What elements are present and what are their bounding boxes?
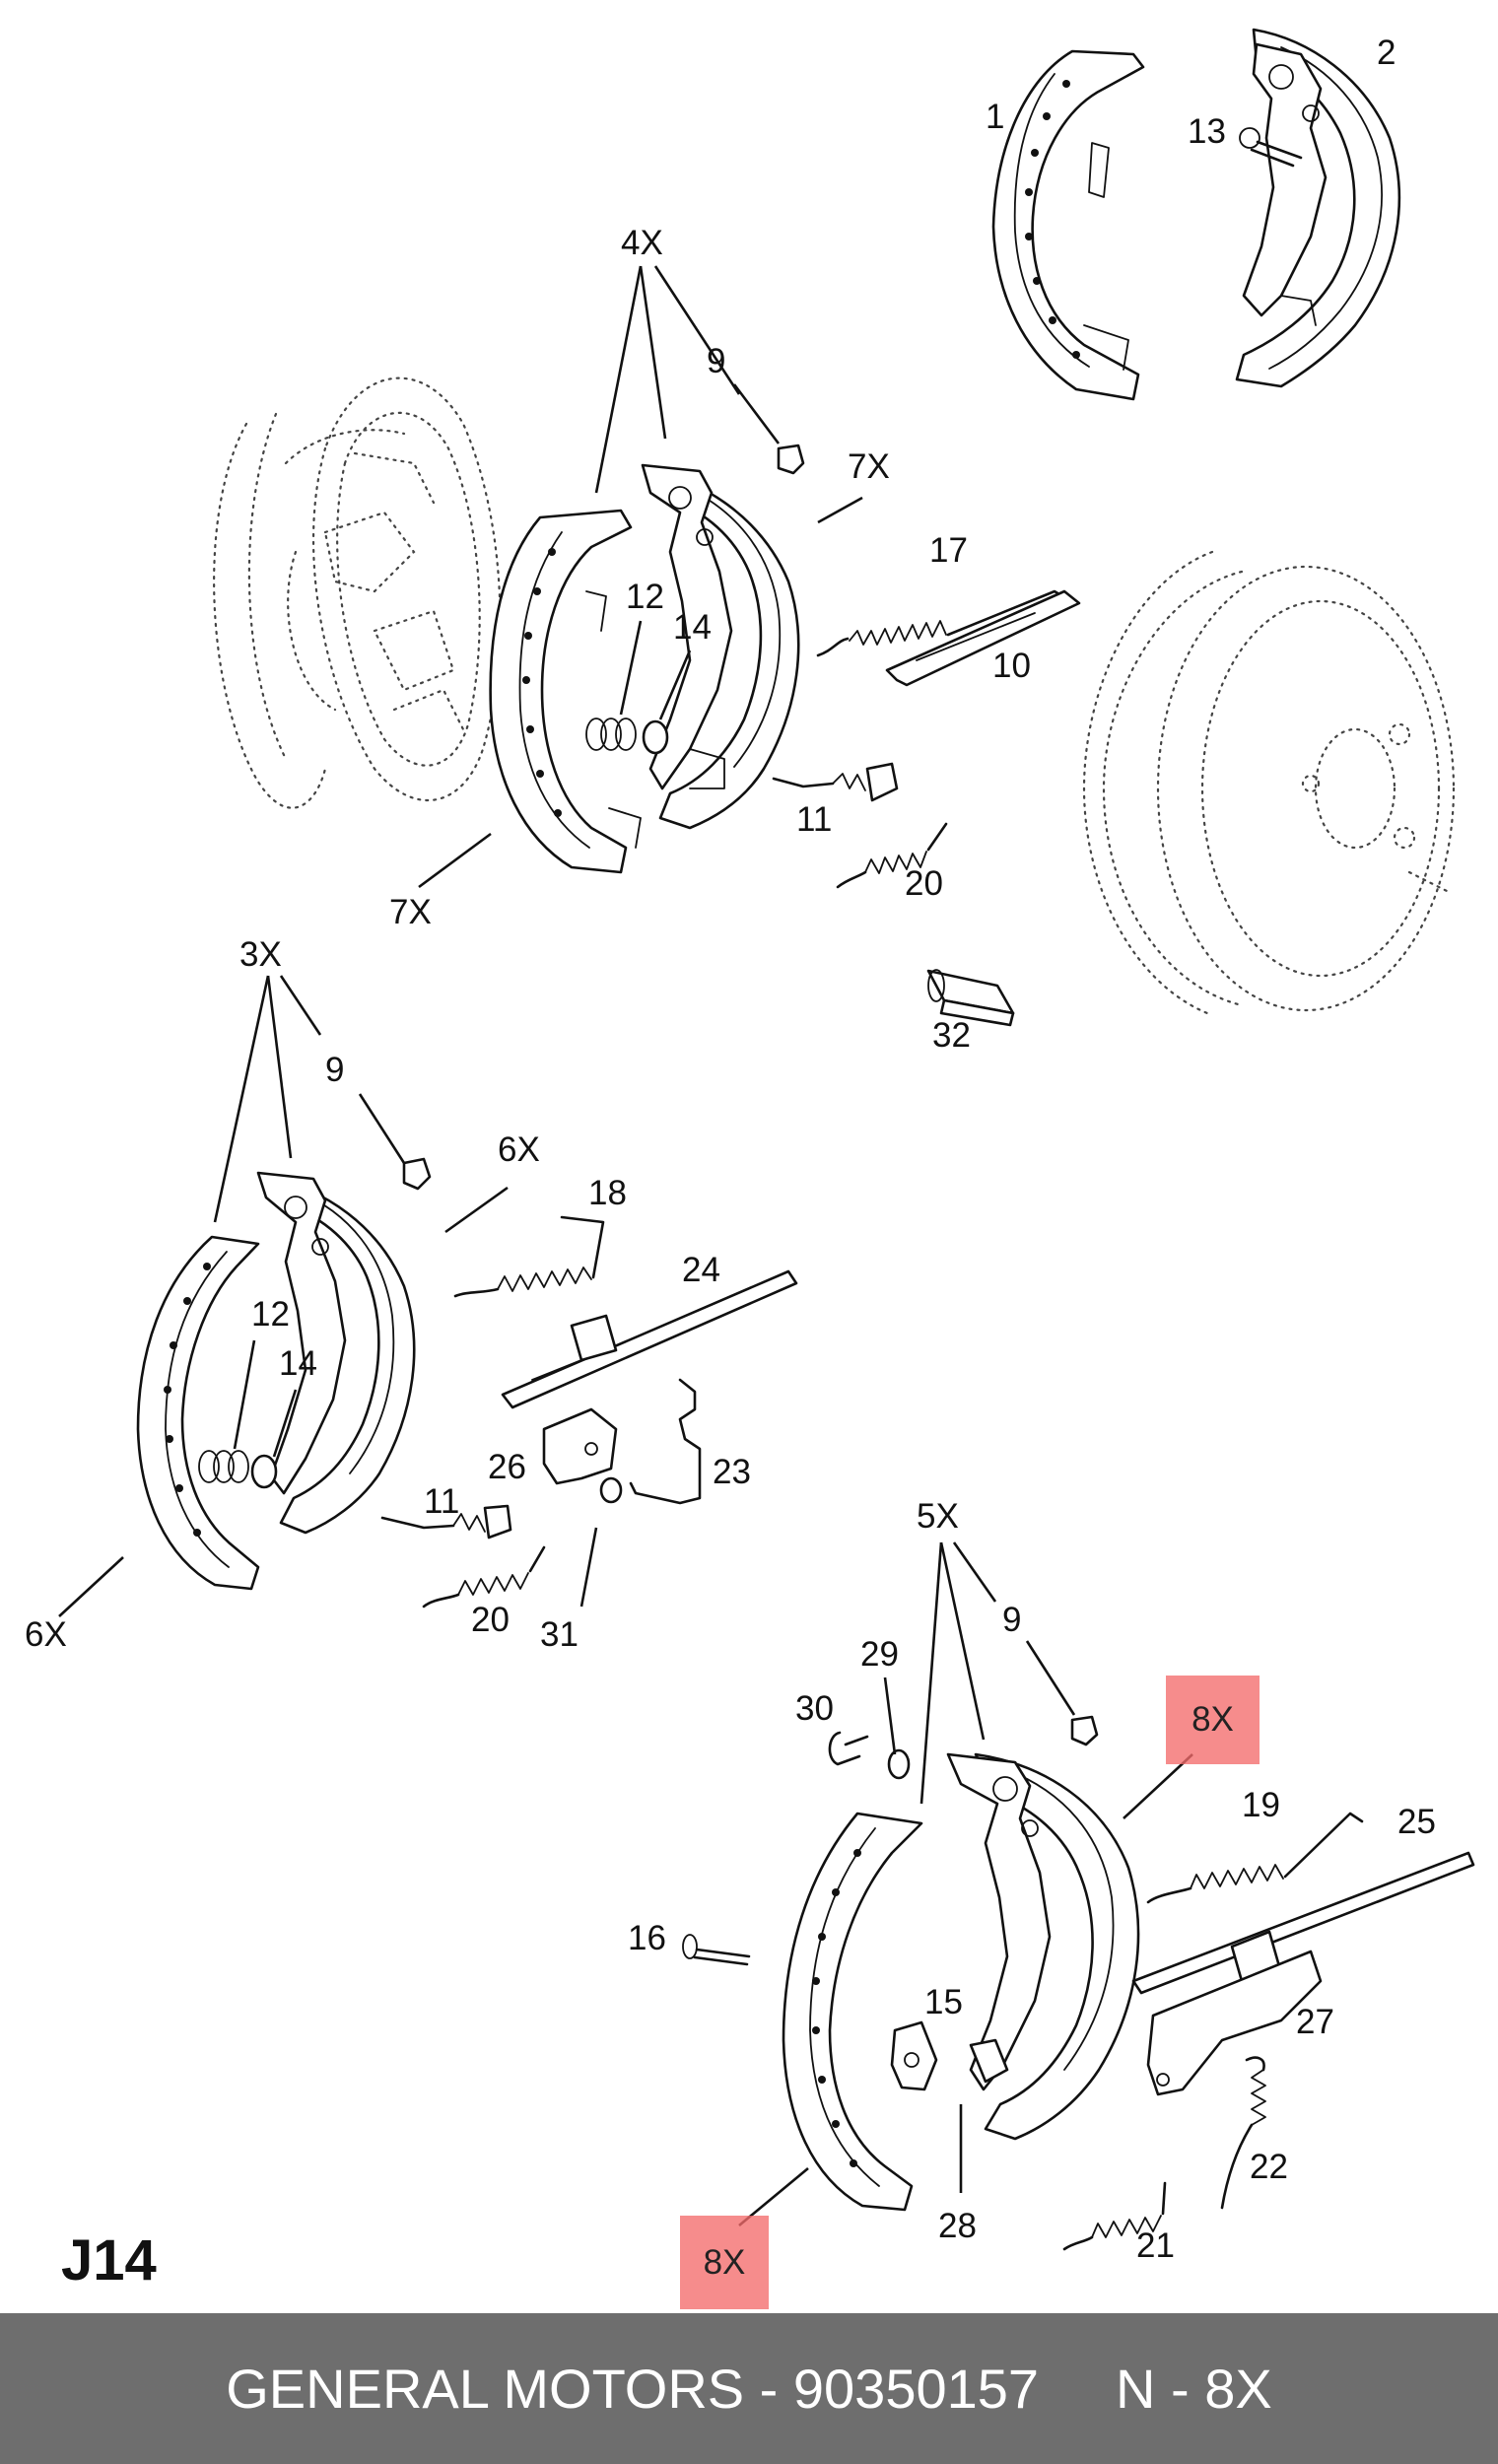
callout-16: 16 [628,1919,666,1957]
callout-20a: 20 [905,864,943,903]
callout-30: 30 [795,1689,834,1728]
rod-24 [501,1269,798,1409]
callout-labels: 1 2 13 4X 9 7X 17 10 12 14 11 20 7X 32 3… [25,34,1436,2265]
brake-drum-dotted [1082,550,1456,1017]
footer-note: N - 8X [1116,2358,1272,2420]
callout-26: 26 [488,1448,526,1486]
callout-19: 19 [1242,1786,1280,1824]
callout-4x: 4X [621,224,663,262]
callout-7x-top: 7X [848,447,890,486]
callout-23: 23 [713,1453,751,1491]
callout-21: 21 [1136,2226,1175,2265]
spring-roll-12a [585,718,637,751]
callout-7x-bottom: 7X [389,893,432,931]
brake-shoe-part-2 [1235,28,1401,388]
brake-shoe-part-1 [991,49,1145,401]
page-code: J14 [61,2228,157,2293]
brake-shoe-pair-4x [489,463,800,874]
callout-9b: 9 [325,1051,344,1089]
spring-19 [1146,1812,1364,1904]
small-parts-3x-group [198,1157,798,1608]
callout-9c: 9 [1002,1601,1021,1639]
callout-18: 18 [588,1174,627,1212]
spring-18 [453,1215,605,1298]
callout-32: 32 [932,1016,971,1055]
callout-1: 1 [986,98,1004,136]
spring-21 [1062,2181,1167,2251]
brake-shoe-pair-5x [782,1752,1140,2212]
callout-17: 17 [929,531,968,570]
footer-bar: GENERAL MOTORS - 90350157 N - 8X [0,2313,1498,2464]
callout-2: 2 [1377,34,1396,72]
small-parts-5x-group [682,1715,1475,2251]
spring-11a [772,762,899,802]
callout-14b: 14 [279,1344,317,1383]
callout-13: 13 [1188,112,1226,151]
highlight-8x-top: 8X [1166,1676,1260,1764]
callout-28: 28 [938,2207,977,2245]
footer-part-text: GENERAL MOTORS - 90350157 [226,2358,1040,2420]
callout-3x: 3X [239,935,282,974]
callout-6x-top: 6X [498,1130,540,1169]
spring-20a [836,822,948,889]
spring-11b [380,1504,512,1540]
small-parts-4x-group [585,444,1081,889]
callout-12b: 12 [251,1295,290,1334]
spring-20b [422,1545,546,1608]
callout-31: 31 [540,1615,579,1654]
callout-11a: 11 [796,800,832,839]
backing-plate-dotted [213,376,502,809]
sleeve-part-32 [926,969,1015,1027]
spring-22 [1220,2056,1266,2210]
callout-22: 22 [1250,2148,1288,2186]
callout-24: 24 [682,1251,720,1289]
callout-29: 29 [860,1635,899,1674]
callout-9a: 9 [707,342,725,380]
callout-12a: 12 [626,578,664,616]
callout-25: 25 [1397,1803,1436,1841]
callout-5x: 5X [917,1497,959,1536]
pin-part-13 [1239,127,1303,168]
callout-6x-bottom: 6X [25,1615,67,1654]
callout-10: 10 [992,647,1031,685]
callout-8x-top: 8X [1192,1700,1234,1739]
callout-27: 27 [1296,2003,1334,2041]
spring-roll-12b [198,1450,249,1483]
callout-14a: 14 [673,608,712,647]
callout-20b: 20 [471,1601,510,1639]
brake-shoe-exploded-diagram: 1 2 13 4X 9 7X 17 10 12 14 11 20 7X 32 3… [25,28,1475,2265]
callout-15: 15 [924,1983,963,2021]
callout-8x-bottom: 8X [703,2242,746,2282]
callout-11b: 11 [424,1482,459,1521]
highlight-8x-bottom: 8X [680,2216,769,2309]
brake-shoe-pair-3x [136,1171,416,1591]
